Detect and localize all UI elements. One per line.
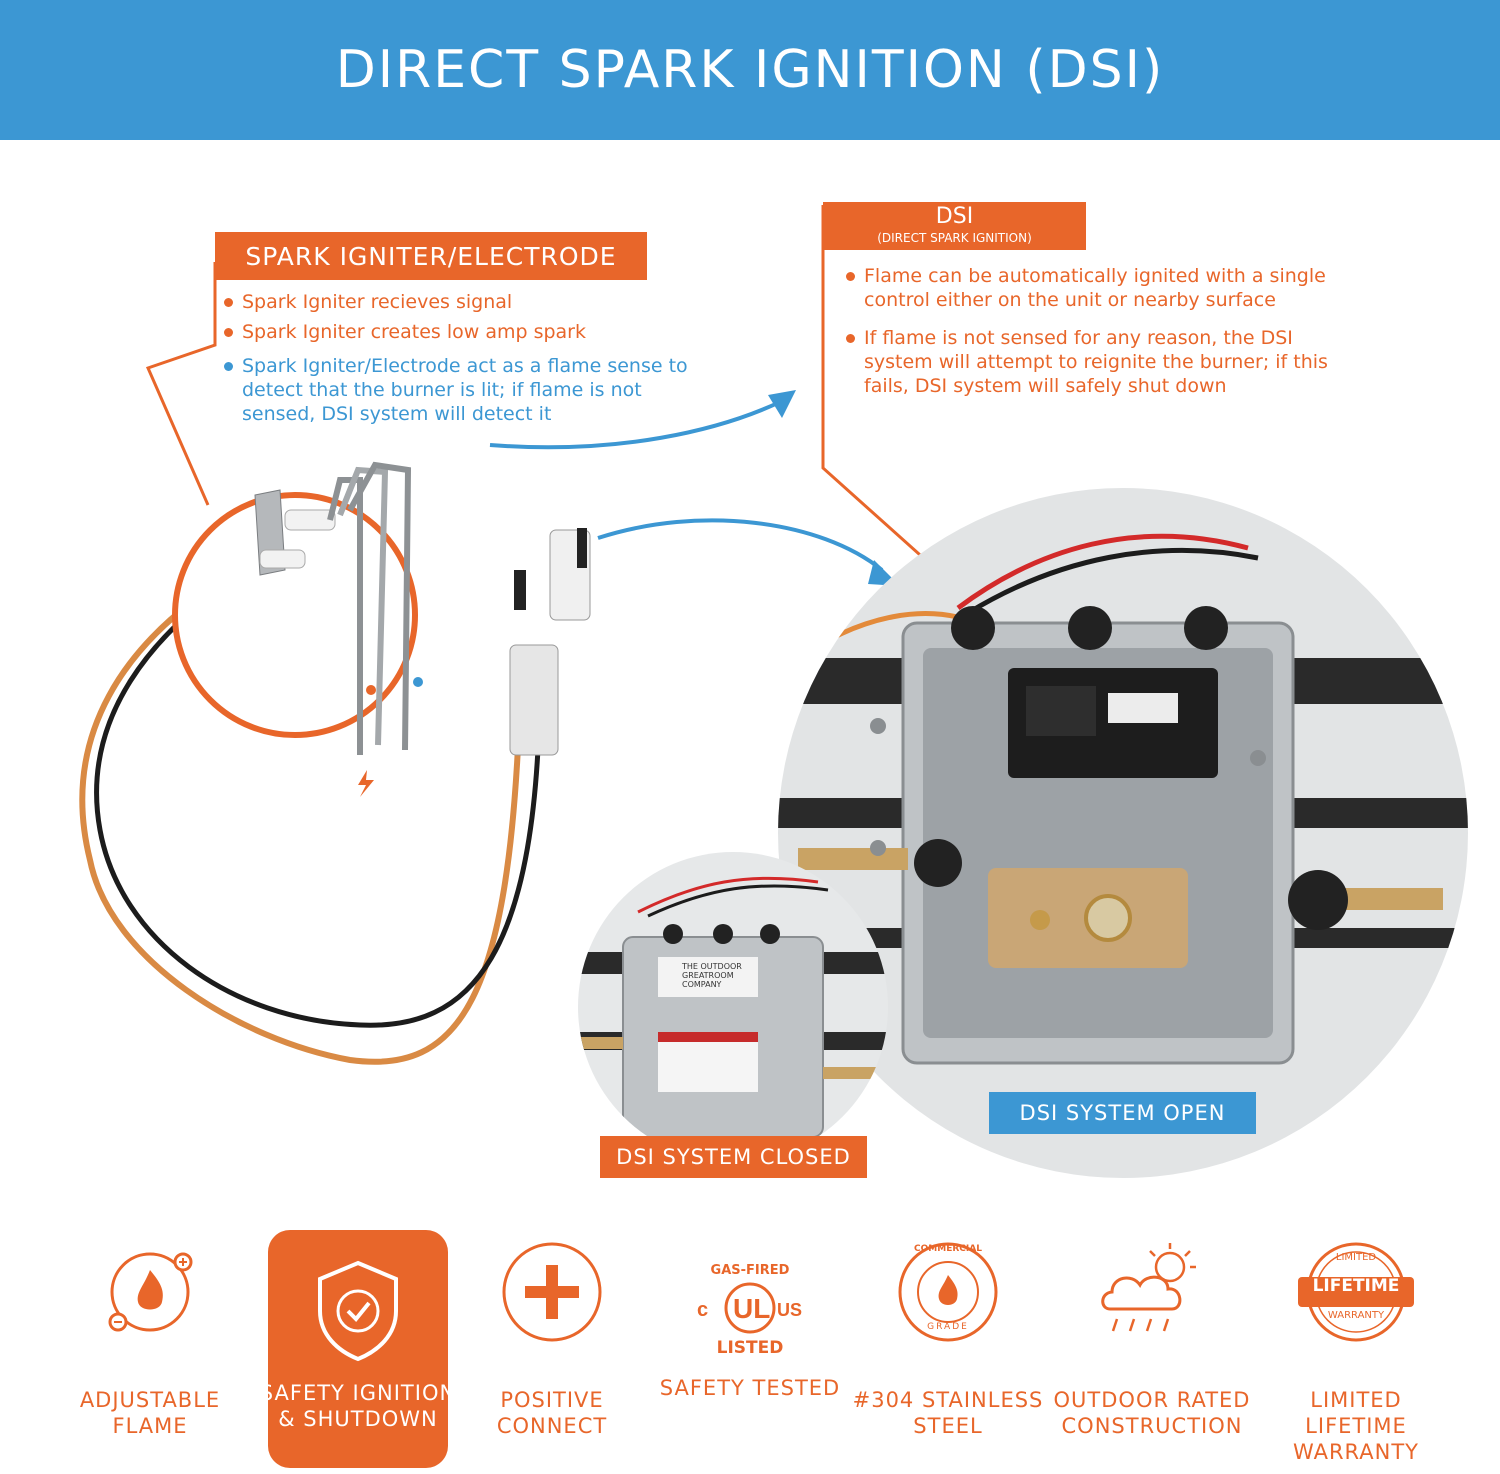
dsi-open-illustration	[778, 533, 1468, 1065]
svg-text:c: c	[697, 1299, 708, 1321]
feature-safety-ignition: SAFETY IGNITION & SHUTDOWN	[258, 1250, 458, 1432]
dsi-title: DSI (DIRECT SPARK IGNITION)	[823, 202, 1086, 250]
feature-label: SAFETY IGNITION & SHUTDOWN	[259, 1381, 457, 1431]
igniter-bullet-2: Spark Igniter creates low amp spark	[224, 320, 694, 344]
ul-badge-bottom: LISTED	[716, 1337, 784, 1358]
blue-dot	[413, 677, 423, 687]
warranty-badge-bottom: WARRANTY	[1327, 1310, 1385, 1321]
dsi-leader-line	[821, 205, 950, 582]
feature-positive-connect: POSITIVE CONNECT	[452, 1232, 652, 1439]
commercial-badge-top: COMMERCIAL	[914, 1244, 982, 1254]
igniter-bullets: Spark Igniter recieves signal Spark Igni…	[224, 290, 694, 432]
igniter-illustration	[79, 461, 591, 1065]
lifetime-warranty-icon: LIMITED LIFETIME WARRANTY	[1296, 1232, 1416, 1352]
black-wire	[94, 562, 543, 1028]
feature-safety-tested: GAS-FIRED c UL US LISTED SAFETY TESTED	[650, 1255, 850, 1401]
dsi-open-photo	[778, 488, 1468, 1178]
weather-icon	[1092, 1232, 1212, 1352]
dsi-closed-label: DSI SYSTEM CLOSED	[600, 1136, 867, 1178]
dsi-title-text: DSI	[935, 204, 974, 229]
feature-label: SAFETY TESTED	[659, 1376, 841, 1400]
connector-tip-2	[514, 570, 526, 610]
feature-lifetime-warranty: LIMITED LIFETIME WARRANTY LIMITED LIFETI…	[1256, 1232, 1456, 1465]
dsi-bullet-2: If flame is not sensed for any reason, t…	[846, 326, 1366, 398]
dsi-closed-label-text: DSI SYSTEM CLOSED	[616, 1145, 851, 1169]
igniter-title: SPARK IGNITER/ELECTRODE	[215, 232, 647, 280]
insulator-2	[259, 549, 306, 569]
feature-active-highlight	[268, 1230, 448, 1468]
svg-text:US: US	[777, 1300, 802, 1320]
page-title: DIRECT SPARK IGNITION (DSI)	[335, 40, 1165, 100]
feature-label: LIMITED LIFETIME WARRANTY	[1292, 1388, 1420, 1464]
igniter-bullet-3: Spark Igniter/Electrode act as a flame s…	[224, 354, 694, 426]
electrode-rod-3	[347, 461, 412, 751]
blue-arrow-upper-head	[768, 390, 796, 418]
orange-dot	[366, 685, 376, 695]
feature-label: #304 STAINLESS STEEL	[852, 1388, 1044, 1438]
commercial-badge-bottom: GRADE	[927, 1322, 969, 1332]
commercial-grade-icon: COMMERCIAL GRADE	[888, 1232, 1008, 1352]
dsi-bullet-1: Flame can be automatically ignited with …	[846, 264, 1366, 312]
dsi-open-label-text: DSI SYSTEM OPEN	[1019, 1101, 1226, 1125]
connector-plug-1	[509, 644, 559, 756]
insulator-1	[284, 509, 336, 531]
igniter-title-text: SPARK IGNITER/ELECTRODE	[245, 241, 617, 271]
feature-adjustable-flame: ADJUSTABLE FLAME	[50, 1232, 250, 1439]
electrode-zoom-circle	[172, 492, 418, 738]
ul-listed-icon: GAS-FIRED c UL US LISTED	[690, 1255, 810, 1365]
connector-tip	[577, 528, 587, 568]
blue-arrow-lower	[597, 518, 884, 572]
electrode-rod-1	[327, 477, 363, 755]
warranty-badge-top: LIMITED	[1335, 1252, 1377, 1263]
feature-label: POSITIVE CONNECT	[496, 1388, 608, 1438]
dsi-closed-photo: THE OUTDOOR GREATROOM COMPANY	[578, 852, 888, 1162]
dsi-open-label: DSI SYSTEM OPEN	[989, 1092, 1256, 1134]
igniter-bullet-1: Spark Igniter recieves signal	[224, 290, 694, 314]
ul-badge-top: GAS-FIRED	[710, 1262, 790, 1278]
warranty-badge-mid: LIFETIME	[1312, 1276, 1400, 1296]
adjustable-flame-icon	[90, 1232, 210, 1352]
blue-arrow-upper	[489, 400, 781, 450]
feature-stainless-steel: COMMERCIAL GRADE #304 STAINLESS STEEL	[848, 1232, 1048, 1439]
dsi-subtitle-text: (DIRECT SPARK IGNITION)	[877, 231, 1032, 245]
igniter-leader-line	[145, 262, 217, 506]
shield-check-icon	[298, 1250, 418, 1370]
feature-label: ADJUSTABLE FLAME	[79, 1388, 221, 1438]
feature-label: OUTDOOR RATED CONSTRUCTION	[1053, 1388, 1251, 1438]
dsi-bullets: Flame can be automatically ignited with …	[846, 264, 1366, 404]
orange-wire	[79, 567, 523, 1065]
box-brand-text: THE OUTDOOR GREATROOM COMPANY	[682, 962, 742, 989]
feature-outdoor-rated: OUTDOOR RATED CONSTRUCTION	[1052, 1232, 1252, 1439]
header-banner: DIRECT SPARK IGNITION (DSI)	[0, 0, 1500, 140]
spark-icon	[358, 770, 374, 797]
dsi-closed-illustration	[578, 876, 888, 1138]
svg-text:UL: UL	[733, 1293, 770, 1324]
plus-circle-icon	[492, 1232, 612, 1352]
